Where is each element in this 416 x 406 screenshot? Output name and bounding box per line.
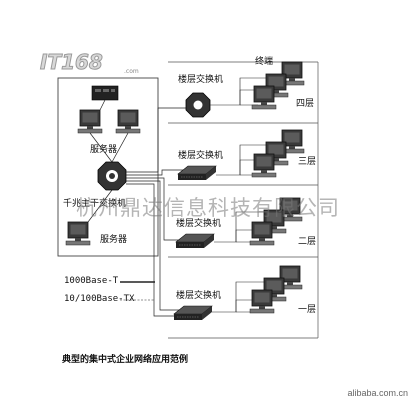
floor4-switch-icon [185, 92, 211, 118]
floor-4-label: 四层 [296, 99, 315, 109]
terminal-label: 终端 [255, 57, 274, 67]
floor1-switch-icon [173, 305, 213, 321]
it168-logo-suffix: .com [124, 68, 139, 75]
terminal-f4-3 [251, 85, 277, 110]
company-watermark: 杭州鼎达信息科技有限公司 [76, 196, 340, 220]
floor-1-label: 一层 [298, 305, 317, 315]
server-label-top: 服务器 [90, 145, 118, 155]
server-pc-2 [115, 109, 141, 134]
terminal-f3-3 [251, 153, 277, 178]
server-pc-1 [77, 109, 103, 134]
floor2-switch-label: 楼层交换机 [176, 219, 222, 229]
floor3-switch-icon [177, 165, 217, 181]
floor2-switch-icon [175, 233, 215, 249]
floor3-switch-label: 楼层交换机 [178, 151, 224, 161]
terminal-f2-3 [249, 221, 275, 246]
fast-legend-label: 10/100Base-TX [64, 294, 135, 304]
core-switch-label: 千兆主干交换机 [63, 199, 127, 209]
diagram-caption: 典型的集中式企业网络应用范例 [62, 355, 189, 365]
floor1-switch-label: 楼层交换机 [176, 291, 222, 301]
server-label-bottom: 服务器 [100, 235, 128, 245]
core-switch-icon [97, 161, 127, 191]
floor-2-label: 二层 [298, 237, 317, 247]
floor4-switch-label: 楼层交换机 [178, 75, 224, 85]
gigabit-legend-label: 1000Base-T [64, 276, 119, 286]
floor-3-label: 三层 [298, 157, 317, 167]
top-equipment [91, 85, 119, 101]
it168-logo: IT168 [40, 50, 104, 75]
server-pc-3 [65, 221, 91, 246]
terminal-f1-3 [249, 289, 275, 314]
alibaba-footer: alibaba.com.cn [347, 388, 408, 398]
